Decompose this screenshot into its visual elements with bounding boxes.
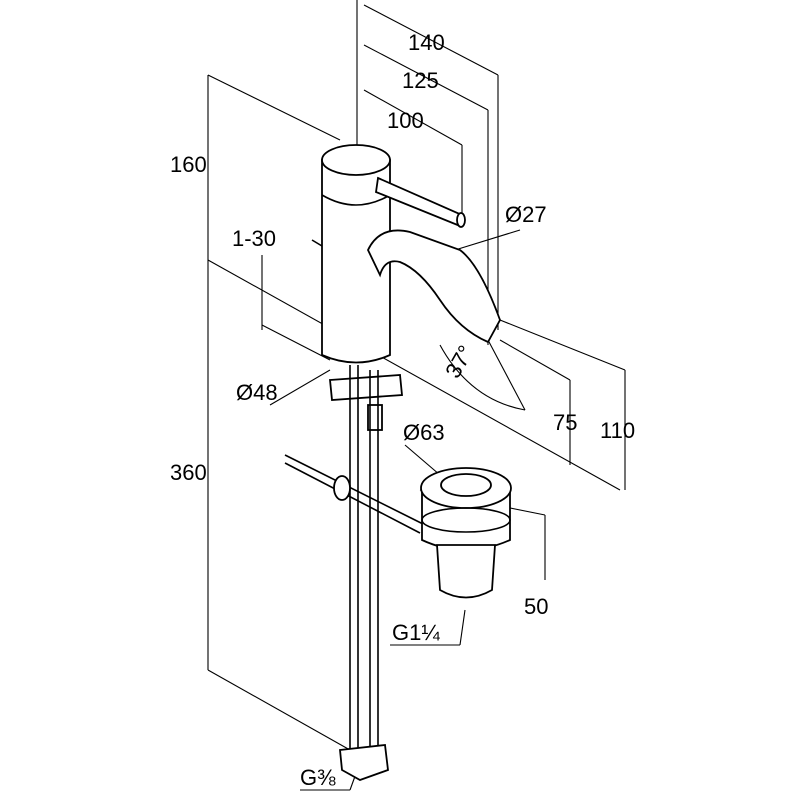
label-height-110: 110 [600, 418, 635, 443]
label-hose-thread: G⅜ [300, 765, 336, 790]
dimension-labels: 140 125 100 160 Ø27 1-30 Ø48 37° 75 110 … [170, 30, 635, 790]
label-width-125: 125 [402, 68, 439, 93]
label-width-100: 100 [387, 108, 424, 133]
label-height-75: 75 [553, 410, 577, 435]
label-spout-angle: 37° [440, 341, 478, 382]
label-height-160: 160 [170, 152, 207, 177]
label-hose-length-360: 360 [170, 460, 207, 485]
label-drain-height-50: 50 [524, 594, 548, 619]
faucet-body [311, 144, 501, 364]
label-body-diameter: Ø48 [236, 380, 278, 405]
label-spout-diameter: Ø27 [505, 202, 547, 227]
label-width-140: 140 [408, 30, 445, 55]
mounting-hardware [329, 365, 403, 781]
label-deck-thickness: 1-30 [232, 226, 276, 251]
label-drain-diameter: Ø63 [403, 420, 445, 445]
pop-up-drain [284, 454, 512, 599]
label-drain-thread: G1¼ [392, 620, 440, 645]
